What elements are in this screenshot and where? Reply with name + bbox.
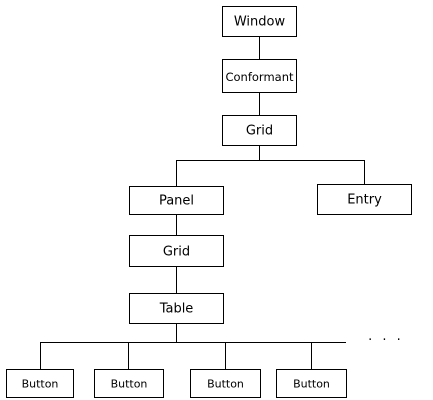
node-entry: Entry [317,184,412,215]
node-grid-top-label: Grid [246,124,273,139]
connectors [40,37,365,369]
more-children-indicator: · · · [368,333,404,348]
node-grid-inner: Grid [129,235,224,267]
node-panel-label: Panel [159,194,194,209]
node-button-3: Button [190,369,261,398]
node-button-1: Button [6,369,74,398]
node-conformant: Conformant [222,59,297,93]
node-grid-inner-label: Grid [163,245,190,260]
node-table-label: Table [159,302,194,317]
node-button-1-label: Button [22,378,59,391]
node-button-2-label: Button [111,378,148,391]
node-window-label: Window [234,15,286,30]
node-panel: Panel [129,186,224,215]
node-button-4-label: Button [293,378,330,391]
node-conformant-label: Conformant [225,70,294,84]
node-table: Table [129,293,224,324]
node-grid-top: Grid [222,115,297,146]
node-button-3-label: Button [207,378,244,391]
node-entry-label: Entry [347,193,382,208]
node-button-4: Button [276,369,347,398]
node-button-2: Button [94,369,164,398]
node-window: Window [222,6,297,37]
